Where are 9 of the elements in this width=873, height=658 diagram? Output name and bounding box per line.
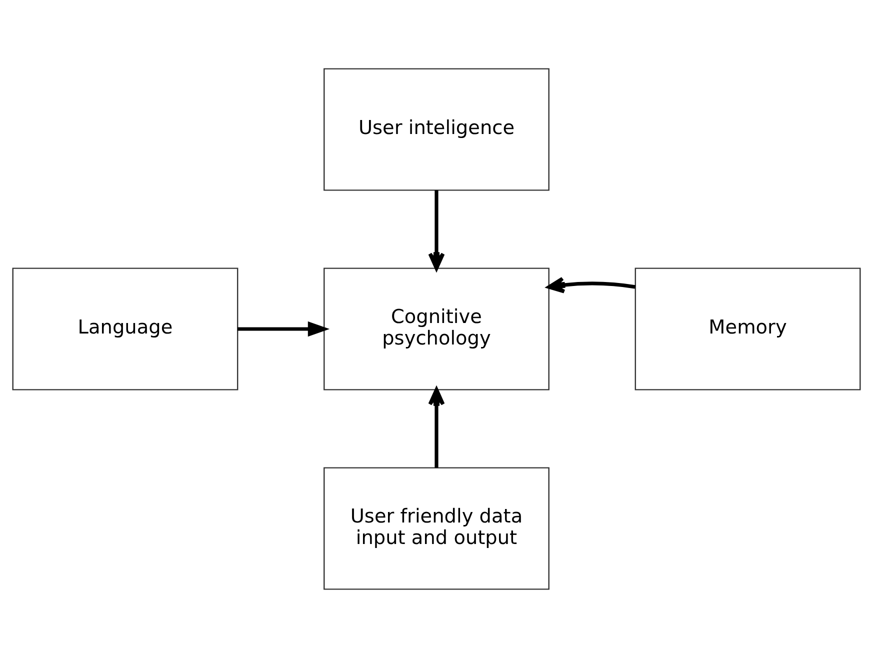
- arrow: [547, 276, 636, 294]
- node-box: Memory: [634, 268, 861, 390]
- arrow: [428, 190, 445, 270]
- node-box: Cognitive psychology: [324, 268, 550, 390]
- node-box: User inteligence: [324, 68, 550, 191]
- node-box: User friendly data input and output: [324, 467, 550, 590]
- arrow: [428, 388, 445, 468]
- node-box: Language: [12, 268, 238, 390]
- arrow: [238, 321, 330, 337]
